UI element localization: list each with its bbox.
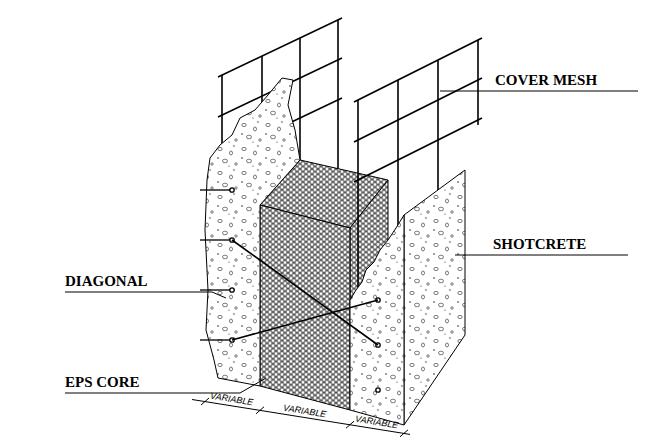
part-label: DIAGONAL [65,273,148,290]
mesh-rod-ends [200,188,380,392]
part-label: EPS CORE [65,374,140,391]
leader-lines [65,91,638,393]
dimension-label: VARIABLE [283,403,328,420]
shotcrete-right-face [404,170,465,425]
dimension-label: VARIABLE [210,391,255,408]
part-label: COVER MESH [495,72,597,89]
part-label: SHOTCRETE [493,236,586,253]
dimension-line [192,398,410,437]
diagonal-bars [232,240,378,345]
shotcrete-right-front [350,215,404,425]
eps-front [260,205,350,410]
